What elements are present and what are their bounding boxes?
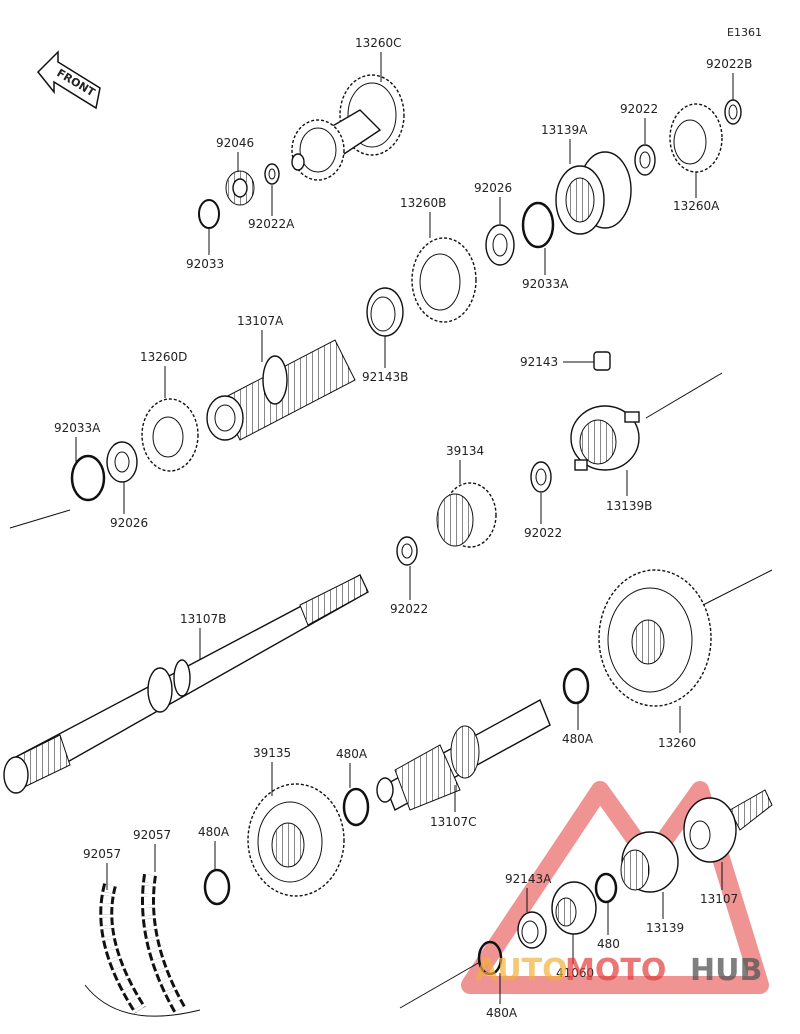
label-39134: 39134 bbox=[446, 444, 484, 458]
gear-39134 bbox=[436, 482, 497, 548]
washer-92026-top bbox=[485, 224, 515, 266]
circlip-480A-center bbox=[342, 787, 370, 827]
watermark-logo bbox=[461, 781, 769, 994]
label-41060: 41060 bbox=[556, 966, 594, 980]
label-13260C: 13260C bbox=[355, 36, 402, 50]
label-13107A: 13107A bbox=[237, 314, 284, 328]
label-13260A: 13260A bbox=[673, 199, 720, 213]
label-92143: 92143 bbox=[520, 355, 558, 369]
label-480A-right: 480A bbox=[562, 732, 594, 746]
hub-41060 bbox=[551, 881, 597, 935]
shaft-13107C bbox=[376, 699, 551, 811]
collar-92143B bbox=[366, 287, 404, 337]
shaft-13107 bbox=[683, 789, 773, 863]
label-92143A: 92143A bbox=[505, 872, 552, 886]
front-arrow-icon: FRONT bbox=[36, 50, 101, 110]
label-13139A: 13139A bbox=[541, 123, 588, 137]
washer-92022-top bbox=[634, 144, 656, 176]
washer-92022B bbox=[724, 99, 742, 125]
watermark-moto: MOTO bbox=[565, 953, 666, 988]
gear-13260D bbox=[141, 398, 199, 472]
gear-13139B bbox=[570, 405, 640, 471]
collar-92143A bbox=[517, 911, 547, 949]
diagram-code: E1361 bbox=[727, 26, 762, 39]
label-92057-left: 92057 bbox=[83, 847, 121, 861]
label-480: 480 bbox=[597, 937, 620, 951]
label-13107C: 13107C bbox=[430, 815, 477, 829]
label-92033: 92033 bbox=[186, 257, 224, 271]
label-13107B: 13107B bbox=[180, 612, 226, 626]
collar-92143 bbox=[593, 351, 611, 371]
label-92046: 92046 bbox=[216, 136, 254, 150]
label-92022A: 92022A bbox=[248, 217, 295, 231]
watermark-auto: AUTO bbox=[475, 953, 568, 988]
label-39135: 39135 bbox=[253, 746, 291, 760]
circlip-92033A-left bbox=[70, 454, 106, 502]
label-13107: 13107 bbox=[700, 892, 738, 906]
gear-13260B bbox=[411, 237, 477, 323]
circlip-480 bbox=[594, 872, 618, 904]
label-92143B: 92143B bbox=[362, 370, 408, 384]
label-92022-low: 92022 bbox=[390, 602, 428, 616]
label-92033A-top: 92033A bbox=[522, 277, 569, 291]
circlip-92033A-top bbox=[521, 201, 555, 249]
gear-13260A bbox=[669, 103, 723, 173]
label-92022-mid: 92022 bbox=[524, 526, 562, 540]
label-13139: 13139 bbox=[646, 921, 684, 935]
shaft-13107A bbox=[206, 339, 356, 441]
circlip-480A-left bbox=[203, 868, 231, 906]
gear-13139A bbox=[555, 151, 632, 235]
bearing-92046 bbox=[225, 170, 255, 206]
label-13260B: 13260B bbox=[400, 196, 446, 210]
gear-39135 bbox=[247, 783, 345, 897]
circlip-480A-right bbox=[562, 667, 590, 705]
chain-92057 bbox=[84, 873, 201, 1017]
washer-92022A bbox=[264, 163, 280, 185]
gear-13260C bbox=[291, 74, 405, 181]
circlip-480A-bottom bbox=[477, 940, 503, 976]
label-480A-bottom: 480A bbox=[486, 1006, 518, 1020]
washer-92022-mid bbox=[530, 461, 552, 493]
label-92022B: 92022B bbox=[706, 57, 752, 71]
label-92033A-left: 92033A bbox=[54, 421, 101, 435]
washer-92022-low bbox=[396, 536, 418, 566]
watermark-text: AUTO MOTO HUB bbox=[475, 953, 762, 988]
label-13260D: 13260D bbox=[140, 350, 187, 364]
circlip-92033 bbox=[198, 199, 220, 229]
label-92026-top: 92026 bbox=[474, 181, 512, 195]
label-92057-right: 92057 bbox=[133, 828, 171, 842]
shaft-13107B bbox=[3, 574, 369, 794]
watermark-hub: HUB bbox=[690, 953, 762, 988]
label-13139B: 13139B bbox=[606, 499, 652, 513]
label-92026-left: 92026 bbox=[110, 516, 148, 530]
label-480A-left: 480A bbox=[198, 825, 230, 839]
washer-92026-left bbox=[106, 441, 138, 483]
gear-13139 bbox=[620, 831, 679, 893]
gear-13260 bbox=[598, 569, 712, 707]
label-13260: 13260 bbox=[658, 736, 696, 750]
label-480A-center: 480A bbox=[336, 747, 368, 761]
label-92022-top: 92022 bbox=[620, 102, 658, 116]
